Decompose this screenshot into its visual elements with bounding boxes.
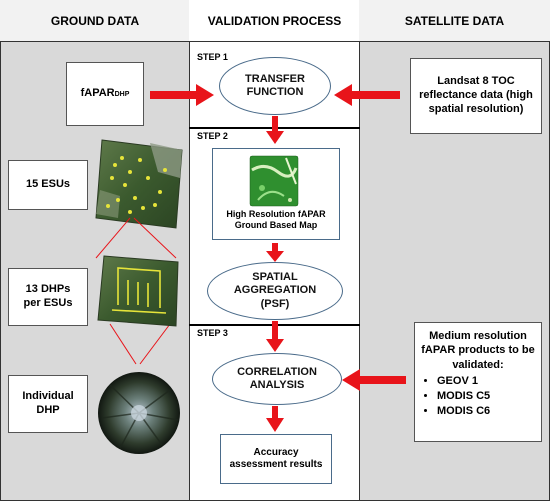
step3-label: STEP 3 — [197, 328, 228, 338]
medium-resolution-title: Medium resolution fAPAR products to be v… — [421, 330, 535, 371]
transfer-function-ellipse: TRANSFER FUNCTION — [219, 57, 331, 115]
dhp-transects — [111, 267, 167, 314]
esu-markers — [106, 156, 167, 214]
step2-label: STEP 2 — [197, 131, 228, 141]
zoom-line-2b — [139, 323, 171, 365]
dhps-box: 13 DHPs per ESUs — [8, 268, 88, 326]
zoom-line-1a — [95, 217, 131, 259]
satellite-data-header: SATELLITE DATA — [359, 0, 550, 42]
esus-box: 15 ESUs — [8, 160, 88, 210]
correlation-analysis-ellipse: CORRELATION ANALYSIS — [212, 353, 342, 405]
arrow-map-to-spatial — [266, 243, 284, 262]
product-item-modis-c5: MODIS C5 — [437, 389, 537, 403]
dhp-sampling-image — [97, 255, 179, 327]
product-list: GEOV 1 MODIS C5 MODIS C6 — [419, 374, 537, 419]
flow-arrows — [150, 84, 406, 432]
ground-data-header: GROUND DATA — [0, 0, 190, 42]
arrow-spatial-to-correlation — [266, 321, 284, 352]
validation-process-header: VALIDATION PROCESS — [189, 0, 360, 42]
landsat-box: Landsat 8 TOC reflectance data (high spa… — [410, 58, 542, 134]
product-item-modis-c6: MODIS C6 — [437, 404, 537, 418]
fapar-map-label: High Resolution fAPAR Ground Based Map — [226, 209, 326, 231]
arrow-transfer-to-map — [266, 116, 284, 144]
individual-dhp-box: Individual DHP — [8, 375, 88, 433]
arrow-landsat-to-transfer — [334, 84, 400, 106]
spatial-aggregation-ellipse: SPATIAL AGGREGATION (PSF) — [207, 262, 343, 320]
accuracy-results-box: Accuracy assessment results — [220, 434, 332, 484]
arrow-medium-to-correlation — [342, 369, 406, 391]
fapar-subscript: DHP — [114, 90, 130, 98]
product-item-geov1: GEOV 1 — [437, 374, 537, 388]
fapar-label: fAPAR — [80, 87, 115, 100]
zoom-line-1b — [133, 217, 177, 259]
zoom-line-2a — [109, 323, 137, 365]
individual-dhp-photo — [98, 372, 180, 454]
arrow-fapar-to-transfer — [150, 84, 214, 106]
fapar-map-thumbnail — [249, 155, 299, 207]
esu-image — [95, 139, 183, 229]
arrow-correlation-to-accuracy — [266, 406, 284, 432]
medium-resolution-box: Medium resolution fAPAR products to be v… — [414, 322, 542, 442]
step1-label: STEP 1 — [197, 52, 228, 62]
